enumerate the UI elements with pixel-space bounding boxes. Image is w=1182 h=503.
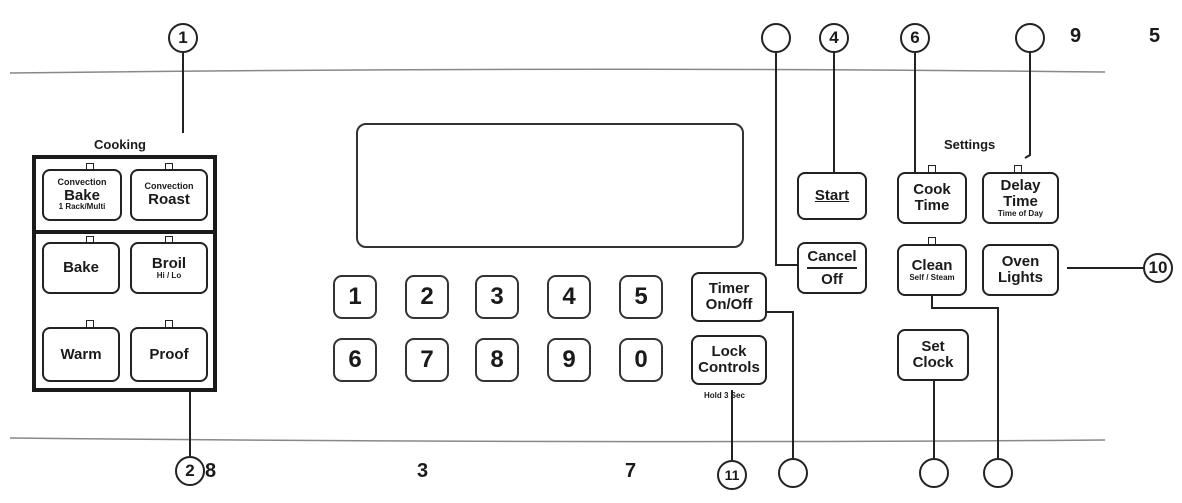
callout-empty-bottom-b [919,458,949,488]
bottom-divider [9,437,1106,443]
convection-roast-line1: Convection [144,181,194,192]
convection-roast-button[interactable]: Convection Roast [130,169,208,221]
number-9: 9 [1070,25,1082,47]
clean-button[interactable]: Clean Self / Steam [897,244,967,296]
clean-line2: Self / Steam [909,272,955,282]
number-5: 5 [1149,25,1161,47]
broil-line2: Hi / Lo [156,270,182,280]
lock-hold-note: Hold 3 Sec [704,391,745,400]
display-window [356,123,744,248]
top-divider [9,68,1106,74]
delay-time-line3: Time of Day [997,208,1044,218]
keypad-key-5[interactable]: 5 [619,275,663,319]
number-7: 7 [625,460,637,482]
keypad-key-6[interactable]: 6 [333,338,377,382]
delay-time-line2: Time [1003,192,1038,210]
start-label: Start [814,187,850,205]
broil-line1: Broil [151,254,187,272]
settings-title: Settings [944,137,996,152]
cooking-title: Cooking [94,137,146,152]
cooking-frame [32,155,217,392]
callout-10: 10 [1143,253,1173,283]
timer-line1: Timer [708,280,750,298]
proof-label: Proof [149,345,189,363]
delay-time-line1: Delay [1000,177,1041,195]
lock-line1: Lock [711,343,747,361]
cooking-frame-divider [32,230,217,234]
set-clock-line2: Clock [912,354,954,371]
proof-button[interactable]: Proof [130,327,208,382]
warm-label: Warm [60,345,102,363]
start-button[interactable]: Start [797,172,867,220]
callout-2: 2 [175,456,205,486]
oven-lights-line2: Lights [998,269,1043,286]
keypad-key-1[interactable]: 1 [333,275,377,319]
convection-roast-line2: Roast [148,190,190,208]
keypad-key-9[interactable]: 9 [547,338,591,382]
lock-controls-button[interactable]: Lock Controls [691,335,767,385]
set-clock-button[interactable]: Set Clock [897,329,969,381]
keypad-key-4[interactable]: 4 [547,275,591,319]
convection-bake-line2: Bake [64,186,100,204]
leader-timer [767,311,794,458]
callout-empty-bottom-a [778,458,808,488]
bake-button[interactable]: Bake [42,242,120,294]
clean-line1: Clean [911,256,953,274]
callout-empty-top-a [761,23,791,53]
timer-button[interactable]: Timer On/Off [691,272,767,322]
lock-line2: Controls [698,359,760,376]
cancel-line1: Cancel [807,248,857,269]
number-3: 3 [417,460,429,482]
keypad-key-0[interactable]: 0 [619,338,663,382]
convection-bake-button[interactable]: Convection Bake 1 Rack/Multi [42,169,122,221]
timer-line2: On/Off [705,296,753,313]
leader-clean [931,296,999,458]
callout-empty-bottom-c [983,458,1013,488]
cook-time-button[interactable]: Cook Time [897,172,967,224]
callout-empty-top-b [1015,23,1045,53]
keypad-key-7[interactable]: 7 [405,338,449,382]
callout-11: 11 [717,460,747,490]
bake-label: Bake [63,259,99,277]
warm-button[interactable]: Warm [42,327,120,382]
cook-time-line2: Time [914,197,950,214]
keypad-key-2[interactable]: 2 [405,275,449,319]
leader-cancel [775,53,797,266]
callout-6: 6 [900,23,930,53]
broil-button[interactable]: Broil Hi / Lo [130,242,208,294]
callout-1: 1 [168,23,198,53]
oven-lights-line1: Oven [1001,253,1040,271]
cook-time-line1: Cook [913,181,951,199]
keypad-key-3[interactable]: 3 [475,275,519,319]
keypad-key-8[interactable]: 8 [475,338,519,382]
set-clock-line1: Set [921,338,945,356]
delay-time-button[interactable]: Delay Time Time of Day [982,172,1059,224]
oven-lights-button[interactable]: Oven Lights [982,244,1059,296]
number-8: 8 [205,460,217,482]
convection-bake-line1: Convection [57,177,107,188]
callout-4: 4 [819,23,849,53]
cancel-off-button[interactable]: Cancel Off [797,242,867,294]
leader-delay [1024,53,1031,159]
convection-bake-line3: 1 Rack/Multi [58,202,106,212]
cancel-line2: Off [821,270,843,288]
